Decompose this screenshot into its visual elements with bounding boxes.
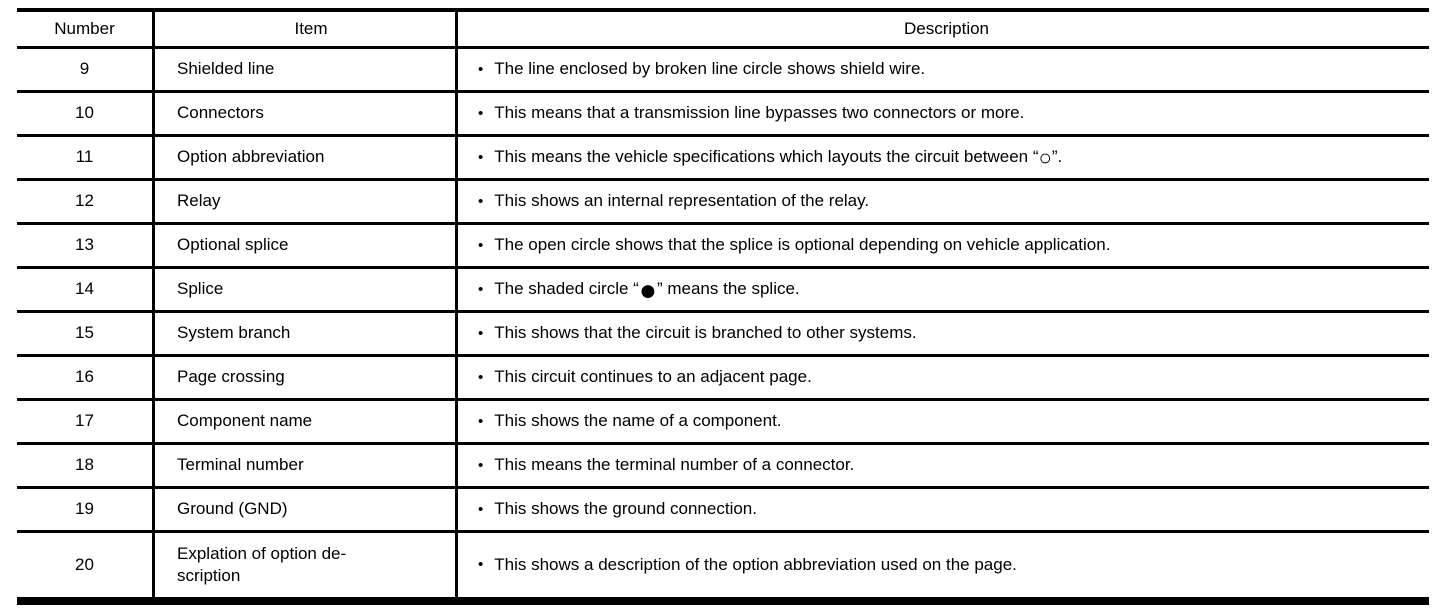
bullet-icon: • — [478, 500, 484, 518]
description-text-post: ” means the splice. — [656, 279, 800, 299]
row-description: • This shows a description of the option… — [455, 533, 1429, 597]
bullet-icon: • — [478, 104, 484, 122]
row-item: Optional splice — [152, 225, 455, 266]
description-text: This means the terminal number of a conn… — [494, 455, 855, 475]
table-row: 12 Relay • This shows an internal repres… — [17, 181, 1429, 225]
bullet-icon: • — [478, 556, 484, 574]
description-text: The shaded circle “●” means the splice. — [494, 276, 800, 306]
description-text: This shows that the circuit is branched … — [494, 323, 917, 343]
description-text: This shows the name of a component. — [494, 411, 782, 431]
row-item: Connectors — [152, 93, 455, 134]
row-item: Splice — [152, 269, 455, 310]
row-number: 11 — [75, 147, 94, 167]
bullet-icon: • — [478, 412, 484, 430]
row-number: 17 — [75, 411, 94, 431]
open-circle-icon: ○ — [1038, 145, 1052, 171]
table-row: 11 Option abbreviation • This means the … — [17, 137, 1429, 181]
table-row: 19 Ground (GND) • This shows the ground … — [17, 489, 1429, 533]
row-number: 19 — [75, 499, 94, 519]
table-row: 17 Component name • This shows the name … — [17, 401, 1429, 445]
description-text-pre: This means the vehicle specifications wh… — [494, 147, 1039, 167]
description-text: This shows an internal representation of… — [494, 191, 870, 211]
row-item: Ground (GND) — [152, 489, 455, 530]
row-number: 15 — [75, 323, 94, 343]
row-number: 9 — [79, 59, 90, 79]
table-row: 16 Page crossing • This circuit continue… — [17, 357, 1429, 401]
row-number: 14 — [75, 279, 94, 299]
table-row: 10 Connectors • This means that a transm… — [17, 93, 1429, 137]
description-text-post: ”. — [1051, 147, 1063, 167]
row-description: • This shows the name of a component. — [455, 401, 1429, 442]
row-description: • This means the terminal number of a co… — [455, 445, 1429, 486]
table-row: 18 Terminal number • This means the term… — [17, 445, 1429, 489]
row-number: 13 — [75, 235, 94, 255]
filled-circle-icon: ● — [638, 274, 657, 308]
table-row: 9 Shielded line • The line enclosed by b… — [17, 49, 1429, 93]
description-text: This means that a transmission line bypa… — [494, 103, 1025, 123]
bullet-icon: • — [478, 368, 484, 386]
row-number: 16 — [75, 367, 94, 387]
row-number: 12 — [75, 191, 94, 211]
column-header-item: Item — [152, 12, 455, 46]
bullet-icon: • — [478, 236, 484, 254]
description-text-pre: The shaded circle “ — [494, 279, 639, 299]
description-text: This circuit continues to an adjacent pa… — [494, 367, 812, 387]
description-text: This shows the ground connection. — [494, 499, 757, 519]
row-description: • This means the vehicle specifications … — [455, 137, 1429, 178]
description-text: The open circle shows that the splice is… — [494, 235, 1111, 255]
table-row: 20 Explation of option de- scription • T… — [17, 533, 1429, 597]
bullet-icon: • — [478, 192, 484, 210]
table-row: 15 System branch • This shows that the c… — [17, 313, 1429, 357]
bullet-icon: • — [478, 280, 484, 298]
row-number: 10 — [75, 103, 94, 123]
row-item: System branch — [152, 313, 455, 354]
row-item: Explation of option de- scription — [152, 533, 455, 597]
row-description: • This shows an internal representation … — [455, 181, 1429, 222]
bullet-icon: • — [478, 324, 484, 342]
row-item: Relay — [152, 181, 455, 222]
row-description: • This shows the ground connection. — [455, 489, 1429, 530]
row-item: Page crossing — [152, 357, 455, 398]
table-row: 13 Optional splice • The open circle sho… — [17, 225, 1429, 269]
bullet-icon: • — [478, 456, 484, 474]
column-header-number: Number — [54, 18, 115, 38]
table-row: 14 Splice • The shaded circle “●” means … — [17, 269, 1429, 313]
row-item: Component name — [152, 401, 455, 442]
row-item: Option abbreviation — [152, 137, 455, 178]
row-description: • This circuit continues to an adjacent … — [455, 357, 1429, 398]
row-description: • The open circle shows that the splice … — [455, 225, 1429, 266]
row-item: Shielded line — [152, 49, 455, 90]
description-text: This shows a description of the option a… — [494, 554, 1017, 574]
description-text: This means the vehicle specifications wh… — [494, 145, 1063, 171]
column-header-description: Description — [455, 12, 1429, 46]
row-item: Terminal number — [152, 445, 455, 486]
bullet-icon: • — [478, 60, 484, 78]
table-header-row: Number Item Description — [17, 12, 1429, 49]
row-description: • This shows that the circuit is branche… — [455, 313, 1429, 354]
row-description: • The shaded circle “●” means the splice… — [455, 269, 1429, 310]
bullet-icon: • — [478, 148, 484, 166]
wiring-diagram-legend-table: Number Item Description 9 Shielded line … — [17, 8, 1429, 605]
description-text: The line enclosed by broken line circle … — [494, 59, 926, 79]
row-number: 18 — [75, 455, 94, 475]
row-description: • The line enclosed by broken line circl… — [455, 49, 1429, 90]
row-number: 20 — [75, 554, 94, 574]
row-description: • This means that a transmission line by… — [455, 93, 1429, 134]
